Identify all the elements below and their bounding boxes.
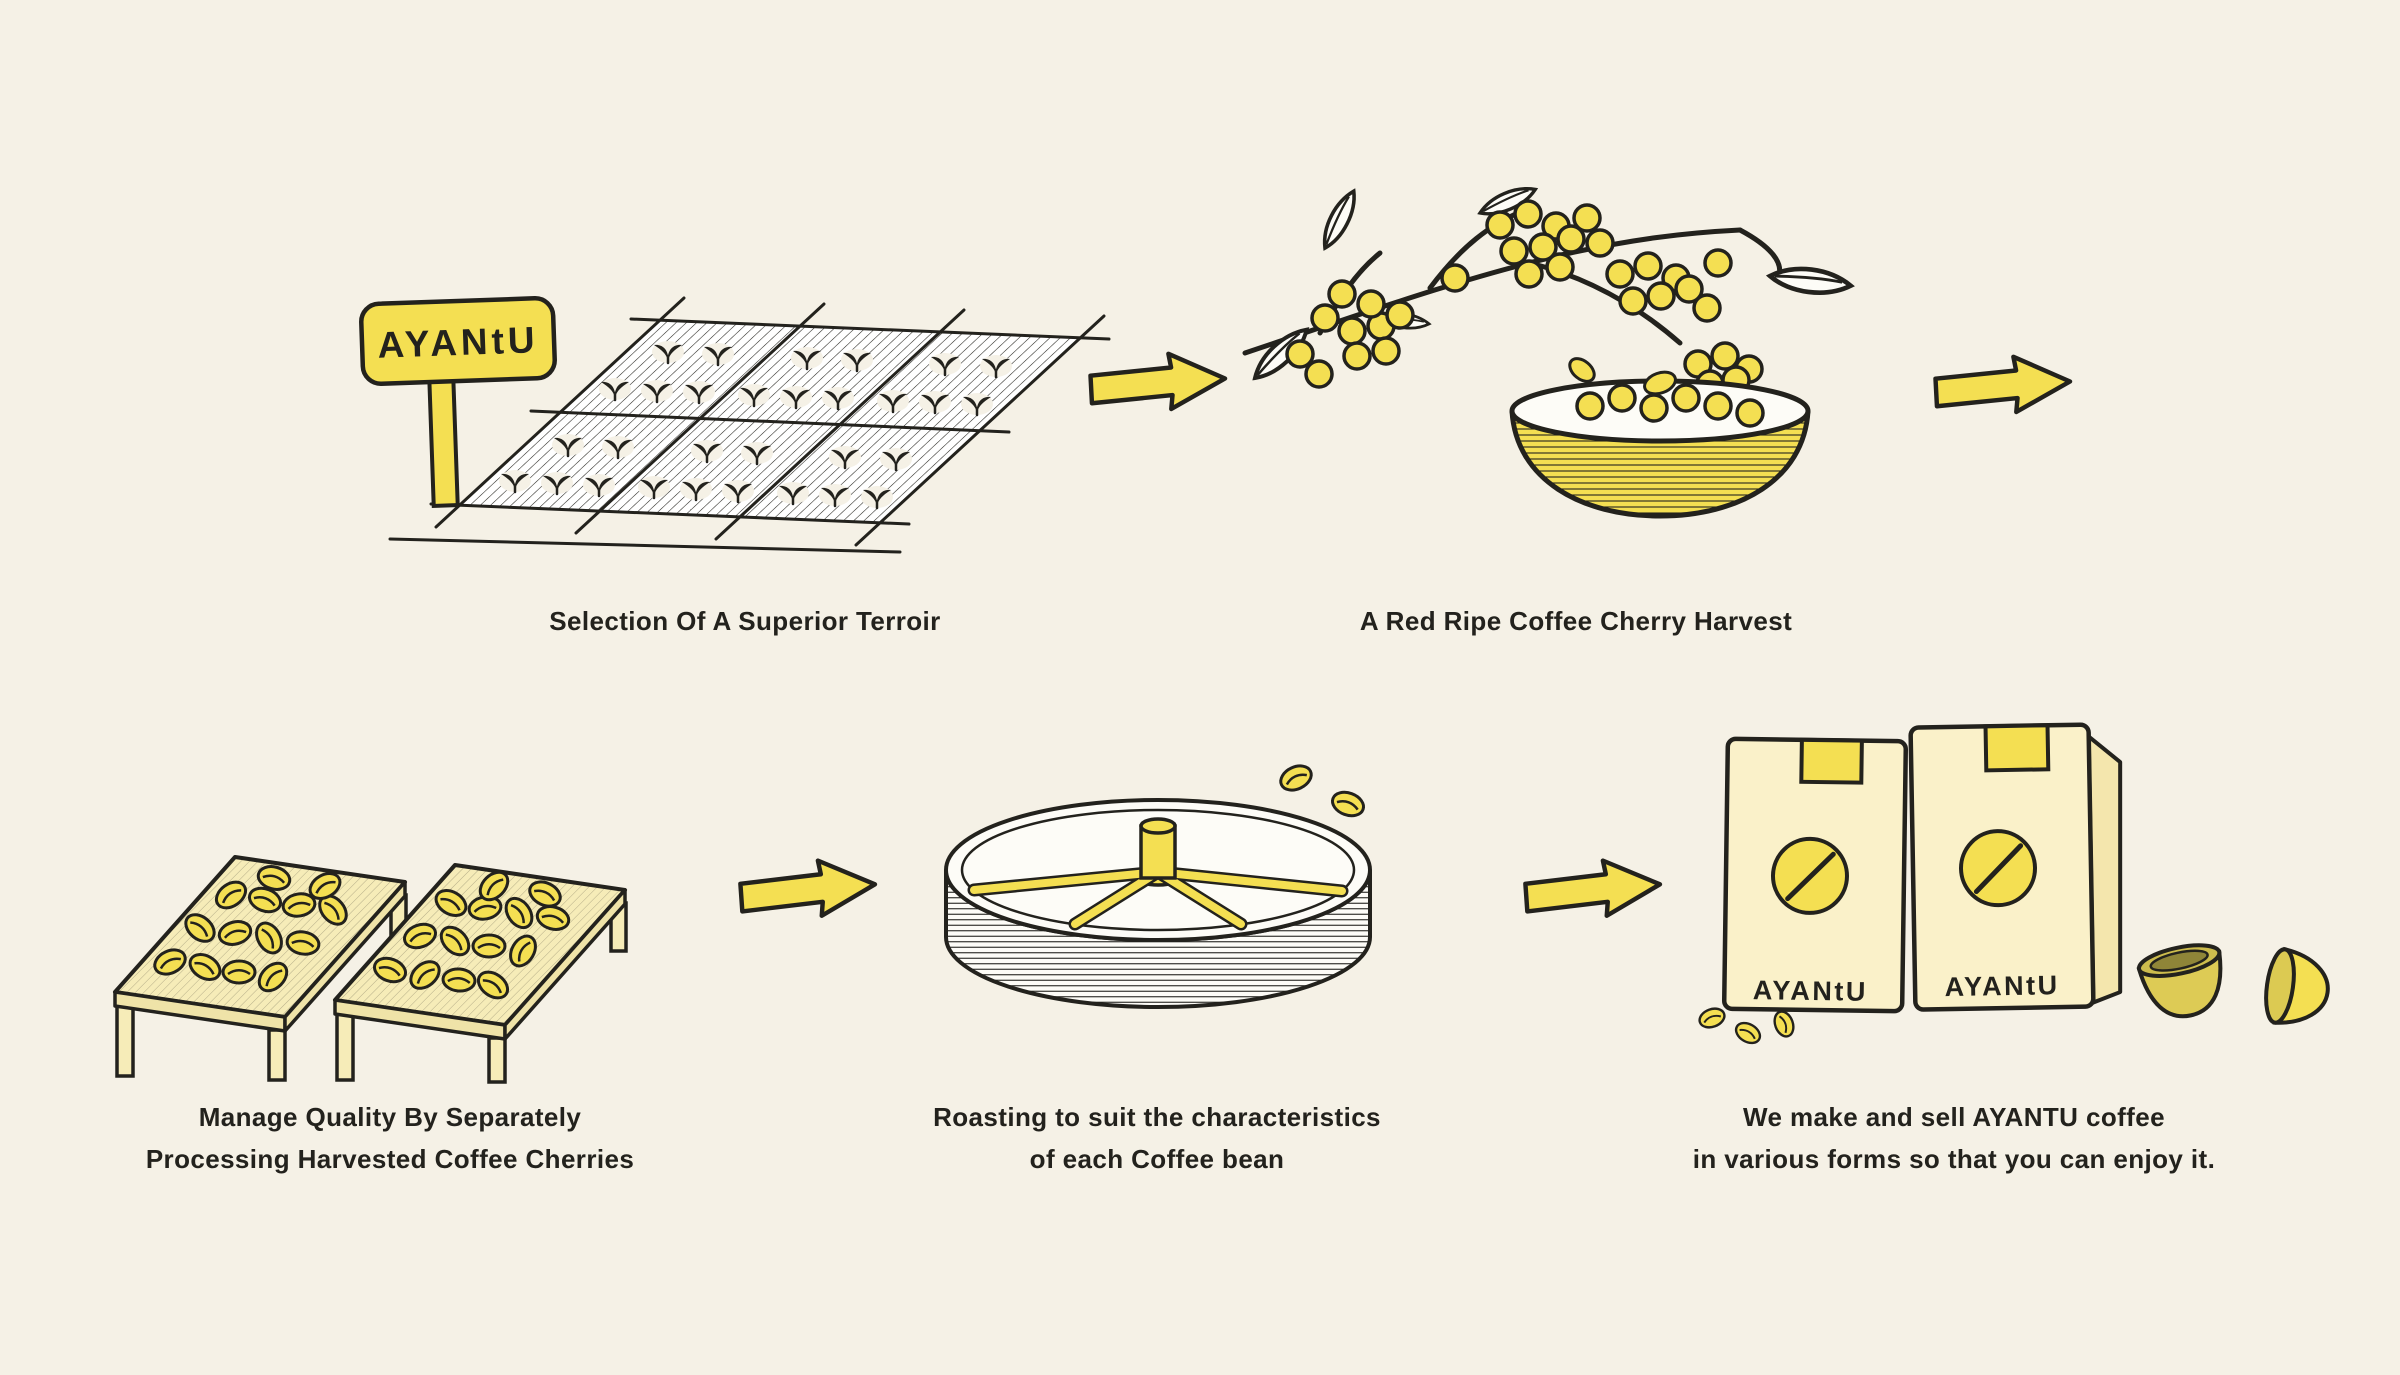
coffee-capsule-left [2136, 943, 2223, 1019]
ayantu-farm-sign: AYANtU [359, 296, 557, 509]
caption-line: We make and sell AYANTU coffee [1743, 1102, 2165, 1132]
roaster-agitator [967, 817, 1349, 931]
terroir-caption: Selection Of A Superior Terroir [295, 600, 1195, 642]
coffee-bag-left: AYANtU [1721, 736, 1909, 1014]
right-arrow-icon [1085, 345, 1233, 419]
terroir-illustration: AYANtU [340, 205, 1140, 575]
products-illustration: AYANtU AYANtU [1688, 698, 2333, 1053]
drying-table-left [113, 855, 408, 1082]
caption-line: A Red Ripe Coffee Cherry Harvest [1359, 606, 1793, 636]
processing-illustration [100, 722, 690, 1084]
harvest-illustration [1230, 168, 1930, 553]
caption-line: of each Coffee bean [1029, 1144, 1285, 1174]
products-caption: We make and sell AYANTU coffee in variou… [1564, 1096, 2344, 1180]
right-arrow-icon [735, 852, 883, 926]
caption-line: in various forms so that you can enjoy i… [1692, 1144, 2216, 1174]
bag-brand-label: AYANtU [1753, 975, 1868, 1007]
harvest-bowl [1509, 357, 1811, 519]
ayantu-sign-label: AYANtU [377, 319, 539, 366]
caption-line: Manage Quality By Separately [198, 1102, 582, 1132]
caption-line: Selection Of A Superior Terroir [549, 606, 941, 636]
coffee-bag-right: AYANtU [1908, 722, 2123, 1012]
processing-caption: Manage Quality By Separately Processing … [0, 1096, 780, 1180]
harvest-caption: A Red Ripe Coffee Cherry Harvest [1126, 600, 2026, 642]
bag-brand-label: AYANtU [1944, 970, 2060, 1002]
flying-beans [1275, 759, 1369, 822]
coffee-cherries [1285, 199, 1764, 399]
field-plots [388, 296, 1111, 554]
right-arrow-icon [1930, 348, 2078, 422]
roasting-illustration [928, 752, 1388, 1052]
caption-line: Roasting to suit the characteristics [933, 1102, 1381, 1132]
drying-table-right [333, 863, 628, 1084]
right-arrow-icon [1520, 852, 1668, 926]
roasting-caption: Roasting to suit the characteristics of … [767, 1096, 1547, 1180]
loose-beans [1695, 1004, 1798, 1049]
cherries-in-bowl [1568, 357, 1765, 428]
coffee-capsule-right [2264, 946, 2330, 1025]
caption-line: Processing Harvested Coffee Cherries [145, 1144, 635, 1174]
